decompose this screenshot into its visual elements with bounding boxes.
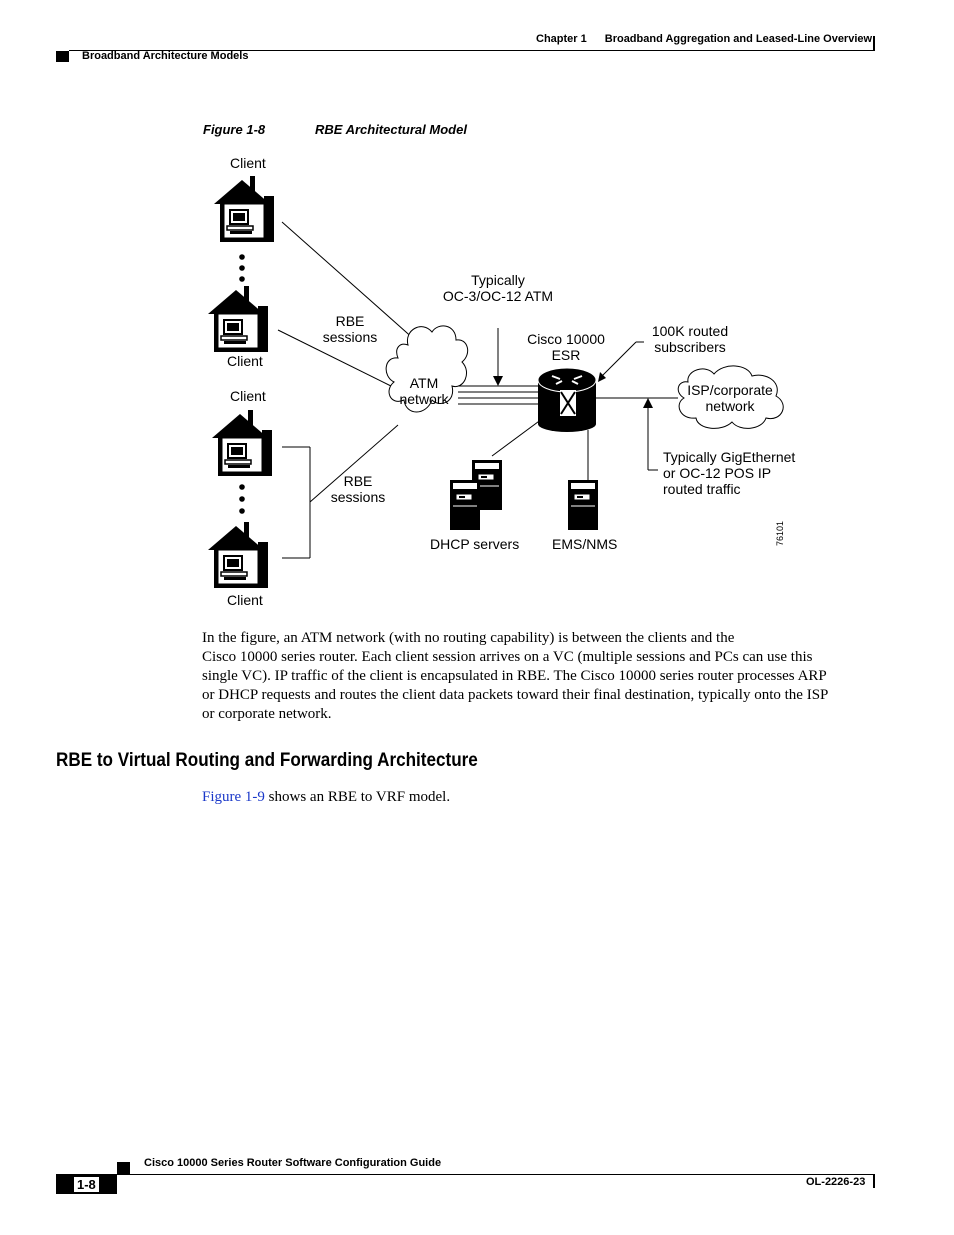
header-marker: [56, 51, 69, 62]
section-heading: RBE to Virtual Routing and Forwarding Ar…: [56, 750, 478, 771]
client-label: Client: [227, 592, 263, 608]
page-number: 1-8: [74, 1177, 99, 1192]
figure-1-9-link[interactable]: Figure 1-9: [202, 789, 265, 805]
footer-marker: [117, 1162, 130, 1174]
house-client-icon: [211, 409, 273, 477]
paragraph-line: In the figure, an ATM network (with no r…: [202, 630, 735, 646]
running-header-chapter: Chapter 1 Broadband Aggregation and Lease…: [536, 33, 872, 45]
dhcp-server-icon: [449, 479, 481, 531]
art-id-label: 76101: [775, 520, 785, 546]
document-number: OL-2226-23: [806, 1176, 866, 1188]
figure-title: RBE Architectural Model: [315, 122, 467, 137]
figure-number: Figure 1-8: [203, 122, 266, 137]
paragraph-line: single VC). IP traffic of the client is …: [202, 668, 827, 684]
house-client-icon: [207, 521, 269, 589]
header-rule: [69, 50, 875, 51]
running-header-section: Broadband Architecture Models: [82, 50, 249, 62]
figure-reference-text: shows an RBE to VRF model.: [264, 789, 451, 805]
figure-reference-paragraph: Figure 1-9 shows an RBE to VRF model.: [202, 789, 450, 806]
footer-tick: [873, 1174, 875, 1188]
header-tick: [873, 36, 875, 51]
figure-caption: Figure 1-8 RBE Architectural Model: [203, 122, 467, 137]
chapter-title: Broadband Aggregation and Leased-Line Ov…: [604, 33, 873, 45]
paragraph-line: or corporate network.: [202, 706, 332, 722]
atm-cloud-icon: [385, 325, 469, 413]
dhcp-servers-label: DHCP servers: [430, 536, 520, 552]
footer-rule: [117, 1174, 875, 1175]
client-label: Client: [230, 388, 266, 404]
house-client-icon: [213, 175, 275, 243]
client-label: Client: [227, 353, 263, 369]
isp-cloud-icon: [677, 365, 784, 429]
client-label: Client: [230, 155, 266, 171]
ems-nms-label: EMS/NMS: [552, 536, 618, 552]
chapter-label: Chapter 1: [536, 33, 587, 45]
paragraph-line: Cisco 10000 series router. Each client s…: [202, 649, 813, 665]
paragraph-line: or DHCP requests and routes the client d…: [202, 687, 829, 703]
footer-guide-title: Cisco 10000 Series Router Software Confi…: [144, 1157, 442, 1169]
ems-server-icon: [567, 479, 599, 531]
router-icon: [537, 367, 597, 432]
figure-description: In the figure, an ATM network (with no r…: [202, 629, 882, 724]
diagram-canvas: [207, 175, 784, 589]
house-client-icon: [207, 285, 269, 353]
